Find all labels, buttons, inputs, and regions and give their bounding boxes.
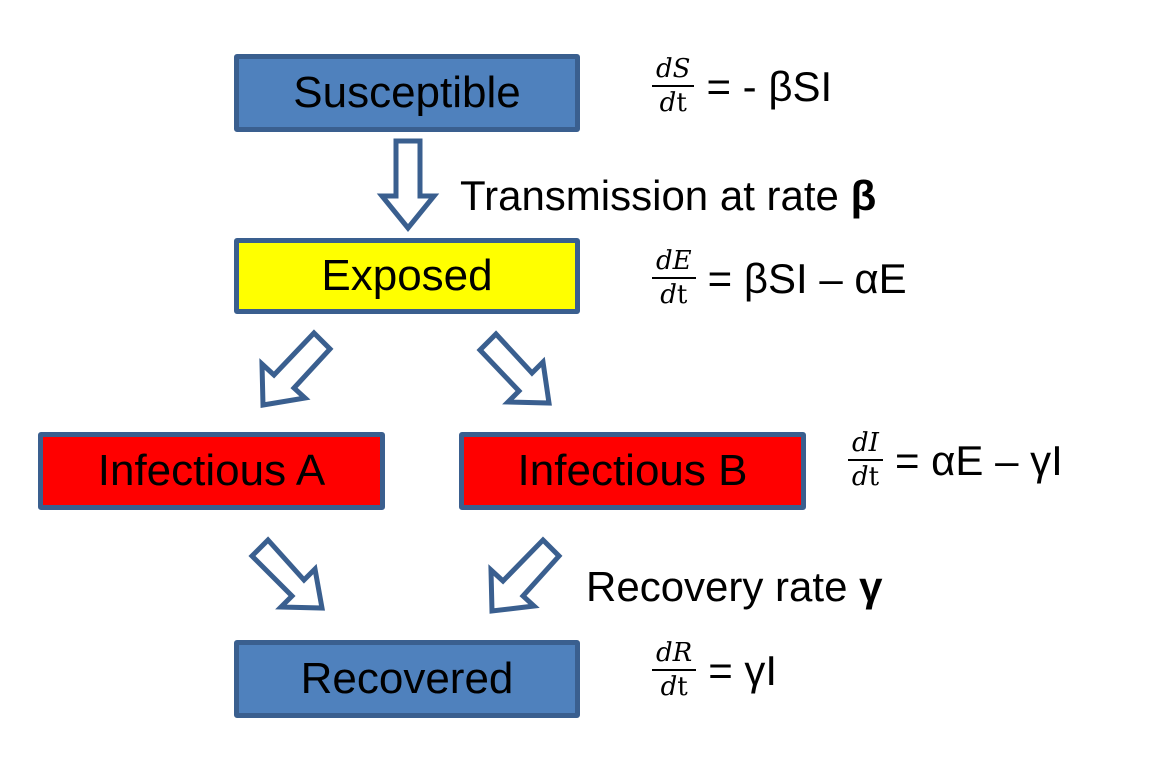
den-d: d bbox=[660, 280, 677, 311]
num-d: d bbox=[656, 54, 673, 84]
den-t: t bbox=[676, 280, 688, 311]
num-var: I bbox=[868, 428, 879, 458]
node-exposed-label: Exposed bbox=[321, 251, 493, 300]
equation-dr-dt: dR dt = γI bbox=[652, 638, 778, 703]
equation-dr-rhs: = γI bbox=[708, 646, 778, 694]
num-var: E bbox=[672, 246, 692, 276]
equation-di-dt: dI dt = αE – γI bbox=[848, 428, 1063, 493]
recovery-label: Recovery rate γ bbox=[586, 563, 882, 611]
equation-di-rhs: = αE – γI bbox=[894, 436, 1063, 484]
num-d: d bbox=[852, 428, 869, 458]
den-d: d bbox=[851, 462, 869, 493]
arrow-exposed-to-infectious-b-icon bbox=[476, 330, 552, 406]
num-d: d bbox=[656, 246, 673, 276]
fraction-de-dt: dE dt bbox=[652, 246, 696, 311]
equation-de-dt: dE dt = βSI – αE bbox=[652, 246, 907, 311]
fraction-di-dt: dI dt bbox=[848, 428, 883, 493]
node-infectious-b-label: Infectious B bbox=[517, 446, 748, 495]
num-d: d bbox=[656, 638, 673, 668]
node-recovered-label: Recovered bbox=[300, 654, 514, 703]
num-var: R bbox=[672, 638, 693, 668]
equation-de-rhs: = βSI – αE bbox=[707, 254, 907, 302]
transmission-symbol: β bbox=[850, 172, 877, 219]
node-susceptible-label: Susceptible bbox=[293, 68, 521, 117]
arrow-infectious-b-to-recovered-icon bbox=[488, 536, 563, 614]
node-infectious-b: Infectious B bbox=[459, 432, 806, 510]
den-d: d bbox=[659, 88, 677, 119]
arrow-exposed-to-infectious-a-icon bbox=[259, 329, 334, 408]
den-t: t bbox=[676, 88, 687, 119]
fraction-dr-dt: dR dt bbox=[652, 638, 697, 703]
node-exposed: Exposed bbox=[234, 238, 580, 314]
num-var: S bbox=[672, 54, 691, 84]
arrow-susceptible-to-exposed-icon bbox=[376, 138, 440, 232]
equation-ds-rhs: = - βSI bbox=[706, 62, 833, 110]
node-recovered: Recovered bbox=[234, 640, 580, 718]
node-susceptible: Susceptible bbox=[234, 54, 580, 132]
arrow-infectious-a-to-recovered-icon bbox=[248, 536, 326, 611]
den-d: d bbox=[660, 672, 678, 703]
den-t: t bbox=[868, 462, 880, 493]
den-t: t bbox=[677, 672, 688, 703]
recovery-symbol: γ bbox=[859, 563, 883, 610]
node-infectious-a-label: Infectious A bbox=[97, 446, 326, 495]
fraction-ds-dt: dS dt bbox=[652, 54, 695, 119]
recovery-text: Recovery rate bbox=[586, 563, 860, 610]
transmission-text: Transmission at rate bbox=[460, 172, 851, 219]
node-infectious-a: Infectious A bbox=[38, 432, 385, 510]
equation-ds-dt: dS dt = - βSI bbox=[652, 54, 833, 119]
transmission-label: Transmission at rate β bbox=[460, 172, 876, 220]
